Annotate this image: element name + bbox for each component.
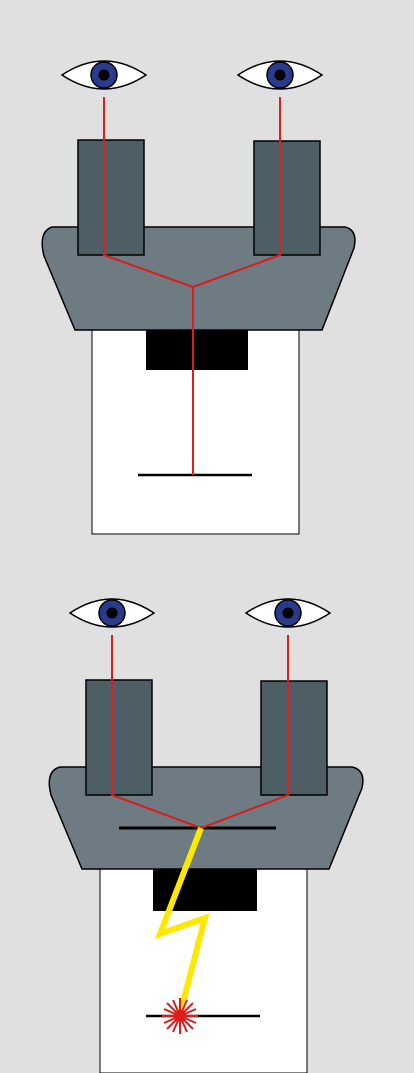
left-eyepiece xyxy=(78,140,144,255)
left-eyepiece xyxy=(86,680,152,795)
objective-block xyxy=(146,325,248,370)
spark-icon xyxy=(162,998,198,1034)
right-eyepiece xyxy=(254,141,320,255)
right-eyepiece xyxy=(261,681,327,795)
